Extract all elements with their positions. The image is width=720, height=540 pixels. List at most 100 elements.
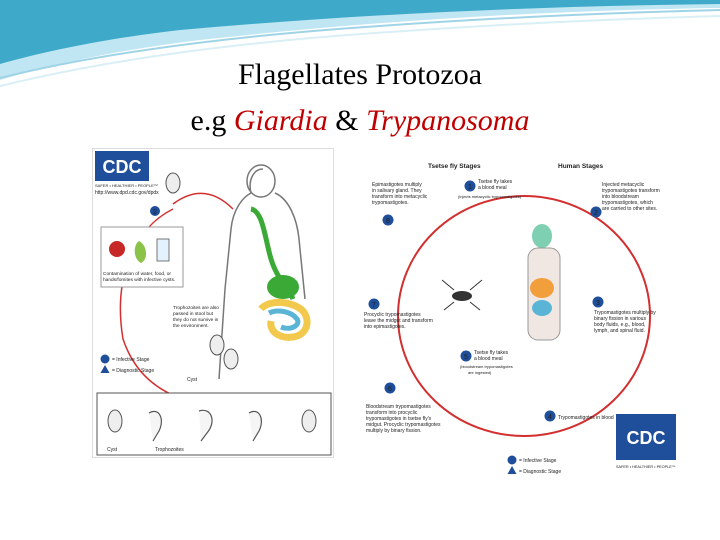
giardia-cyst-stool <box>223 348 239 370</box>
giardia-cdc-logo <box>95 151 149 181</box>
step-badge-2-text: 2 <box>594 210 598 217</box>
slide-title: Flagellates Protozoa <box>0 58 720 92</box>
tryp-cdc-tagline: SAFER • HEALTHIER • PEOPLE™ <box>616 465 676 469</box>
step4-text: Trypomastigotes in blood <box>558 415 614 421</box>
giardia-url: http://www.dpd.cdc.gov/dpdx <box>95 190 159 196</box>
step-badge-6 <box>384 382 396 394</box>
human-stages-header: Human Stages <box>558 163 604 170</box>
step-badge-7 <box>368 298 380 310</box>
tryp-legend-infective-badge <box>507 455 517 465</box>
giardia-cdc-tagline: SAFER • HEALTHIER • PEOPLE™ <box>95 183 158 188</box>
human-body-outline <box>218 168 306 380</box>
step3-text-2: binary fission in various <box>594 316 646 322</box>
step5-text-3: (bloodstream trypomastigotes <box>460 364 513 369</box>
human-head <box>532 224 552 248</box>
strip-cyst <box>107 409 123 433</box>
step5-text-1: Tsetse fly takes <box>474 350 509 356</box>
tsetse-stages-header: Tsetse fly Stages <box>428 163 481 170</box>
title-line1: Flagellates Protozoa <box>237 58 483 91</box>
cyst-label: Cyst <box>187 377 198 383</box>
step1-text-3: (injects metacyclic trypomastigotes) <box>458 194 522 199</box>
step7-text-3: into epimastigotes. <box>364 324 406 330</box>
trophozoite-text-4: the environment. <box>173 323 209 329</box>
strip-trophozoite-1 <box>148 410 162 442</box>
step-badge-1-text: 1 <box>468 184 472 191</box>
step6-text-3: trypomastigotes in tsetse fly's <box>366 416 432 422</box>
human-organ-liver <box>530 278 554 298</box>
step3-text-3: body fluids, e.g., blood, <box>594 322 645 328</box>
step8-text-3: transform into metacyclic <box>372 194 428 200</box>
giardia-cycle-arrow-2 <box>172 192 234 210</box>
step-badge-1 <box>464 180 476 192</box>
title-giardia: Giardia <box>233 104 328 137</box>
strip-trophozoite-2 <box>198 409 213 442</box>
step-badge-7-text: 7 <box>372 302 376 309</box>
tryp-legend-infective-text: = Infective Stage <box>519 458 557 464</box>
step1-text-1: Tsetse fly takes <box>478 179 513 185</box>
step2-text-4: trypomastigotes, which <box>602 200 653 206</box>
step-badge-8-text: 8 <box>386 218 390 225</box>
step2-text-1: Injected metacyclic <box>602 182 645 188</box>
contamination-text-2: hands/fomites with infective cysts. <box>103 277 175 283</box>
pear-icon <box>134 241 147 263</box>
large-intestine <box>267 308 301 331</box>
human-organ-gut <box>532 300 552 316</box>
small-intestine <box>258 299 311 341</box>
step5-text-4: are ingested) <box>468 370 492 375</box>
step8-text-1: Epimastigotes multiply <box>372 182 422 188</box>
step6-text-4: midgut. Procyclic trypomastigotes <box>366 422 441 428</box>
step7-text-2: leave the midgut and transform <box>364 318 433 324</box>
step8-text-2: in salivary gland. They <box>372 188 422 194</box>
strip-cyst-label: Cyst <box>107 447 118 453</box>
step2-text-5: are carried to other sites. <box>602 206 657 212</box>
tsetse-fly-legs <box>441 279 483 311</box>
step-badge-4-text: 4 <box>548 414 552 421</box>
step3-text-1: Trypomastigotes multiply by <box>594 310 656 316</box>
step-badge-5-text: 5 <box>464 354 468 361</box>
legend-infective-badge <box>100 354 110 364</box>
step6-text-1: Bloodstream trypomastigotes <box>366 404 431 410</box>
trypanosoma-cycle-ring <box>397 195 651 437</box>
strip-trophozoite-3 <box>248 410 262 442</box>
step-badge-5 <box>460 350 472 362</box>
step-badge-2 <box>150 206 160 216</box>
trophozoite-text-1: Trophozoites are also <box>173 305 219 311</box>
contamination-text-1: Contamination of water, food, or <box>103 271 171 277</box>
legend-diagnostic-text: = Diagnostic Stage <box>112 368 154 374</box>
stomach <box>267 275 299 299</box>
header-wave-decoration <box>0 0 720 87</box>
slide-subtitle: e.g Giardia & Trypanosoma <box>0 104 720 138</box>
legend-diagnostic-badge <box>100 365 110 373</box>
giardia-cyst-stage2 <box>165 172 181 194</box>
step3-text-4: lymph, and spinal fluid. <box>594 328 645 334</box>
trypanosoma-life-cycle-diagram: Tsetse fly Stages Human Stages 1 2 3 4 5 <box>362 156 682 476</box>
trophozoite-text-2: passed in stool but <box>173 311 214 317</box>
step6-text-2: transform into procyclic <box>366 410 418 416</box>
tryp-cdc-logo-text: CDC <box>627 428 666 448</box>
tsetse-fly-icon <box>452 291 472 301</box>
step-badge-4 <box>544 410 556 422</box>
title-eg: e.g <box>190 104 234 137</box>
trophozoite-text-3: they do not survive in <box>173 317 219 323</box>
step-badge-6-text: 6 <box>388 386 392 393</box>
giardia-trophozoite-stool <box>209 334 225 356</box>
giardia-diagram-svg: CDC SAFER • HEALTHIER • PEOPLE™ http://w… <box>95 151 332 456</box>
legend-infective-text: = Infective Stage <box>112 357 150 363</box>
strawberry-icon <box>109 241 125 257</box>
tryp-cdc-logo <box>616 414 676 460</box>
giardia-cdc-logo-text: CDC <box>103 157 142 177</box>
step1-text-2: a blood meal <box>478 185 507 191</box>
title-amp: & <box>327 104 367 137</box>
step6-text-5: multiply by binary fission. <box>366 428 422 434</box>
trophozoite-strip-box <box>96 392 332 456</box>
giardia-life-cycle-diagram: CDC SAFER • HEALTHIER • PEOPLE™ http://w… <box>92 148 334 458</box>
strip-trophozoites-label: Trophozoites <box>155 447 184 453</box>
tryp-legend-diagnostic-text: = Diagnostic Stage <box>519 469 561 475</box>
step-badge-3-text: 3 <box>596 300 600 307</box>
trypanosoma-diagram-svg: Tsetse fly Stages Human Stages 1 2 3 4 5 <box>364 163 676 475</box>
step-badge-8 <box>382 214 394 226</box>
step8-text-4: trypomastigotes. <box>372 200 409 206</box>
step-badge-2-text: 2 <box>153 209 157 216</box>
step2-text-2: trypomastigotes transform <box>602 188 660 194</box>
